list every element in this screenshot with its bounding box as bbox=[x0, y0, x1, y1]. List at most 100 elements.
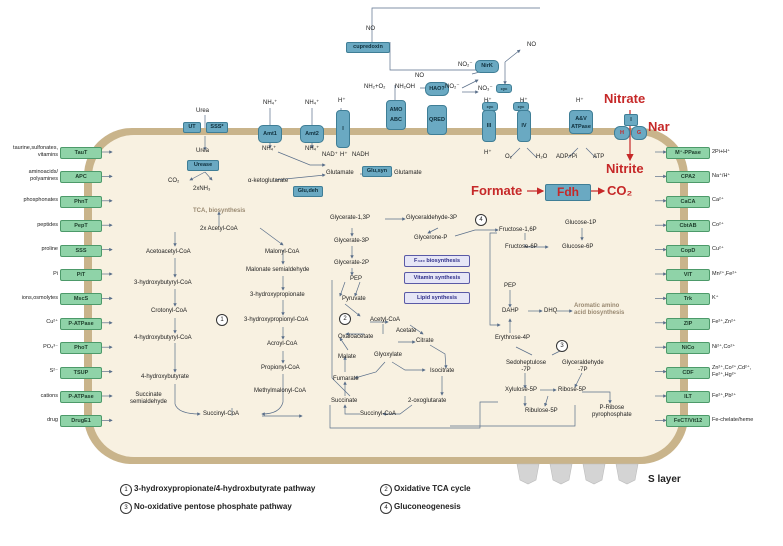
glucose-6p: Glucose-6P bbox=[562, 244, 594, 250]
right-substrate-2: Na⁺/H⁺ bbox=[712, 172, 731, 179]
nh2oh: NH₂OH bbox=[395, 84, 415, 90]
left-substrate-10: S²⁻ bbox=[49, 368, 58, 375]
nitrite-label: Nitrite bbox=[606, 161, 644, 176]
glutamate-1: Glutamate bbox=[326, 170, 354, 176]
right-substrate-6: Mn²⁺,Fe²⁺ bbox=[712, 270, 738, 277]
nar-subunit-g: G bbox=[631, 126, 647, 140]
nitrate-label: Nitrate bbox=[604, 91, 646, 106]
cyc-1: cyc bbox=[496, 84, 512, 93]
cyc-3: cyc bbox=[513, 102, 529, 111]
right-substrate-8: Fe²⁺,Zn²⁺ bbox=[712, 319, 736, 326]
left-substrate-9: PO₄³⁻ bbox=[43, 343, 58, 350]
co2-label: CO₂ bbox=[607, 183, 633, 198]
right-substrate-3: Ca²⁺ bbox=[712, 197, 724, 204]
right-transporter-10: CDF bbox=[666, 366, 710, 379]
nh3-urease: 2xNH₃ bbox=[193, 186, 211, 192]
transporter-sss: SSS* bbox=[206, 122, 228, 133]
legend-text-1: 3-hydroxypropionate/4-hydroxbutyrate pat… bbox=[134, 484, 316, 493]
right-substrate-12: Fe-chelate/heme bbox=[712, 416, 754, 423]
legend-text-3: No-oxidative pentose phosphate pathway bbox=[134, 502, 292, 511]
glucose-1p: Glucose-1P bbox=[565, 220, 597, 226]
citrate: Citrate bbox=[416, 338, 434, 344]
legend-num-1: 1 bbox=[120, 484, 132, 496]
nh4-amt2-in: NH₄⁺ bbox=[305, 146, 320, 152]
right-transporter-8: ZIP bbox=[666, 317, 710, 330]
right-substrate-11: Fe²⁺,Pb²⁺ bbox=[712, 392, 737, 399]
isocitrate: Isocitrate bbox=[430, 368, 455, 374]
acetoacetyl-coa: Acetoacetyl-CoA bbox=[146, 249, 191, 255]
left-transporter-12: DrugE1 bbox=[60, 415, 102, 428]
hplus-iii-in: H⁺ bbox=[484, 150, 492, 156]
amt2-channel: Amt2 bbox=[300, 125, 324, 143]
oxoglutarate: 2-oxoglutarate bbox=[408, 398, 447, 404]
nh2-o2: NH₂+O₂ bbox=[364, 84, 386, 90]
enzyme-fdh: Fdh bbox=[545, 184, 591, 201]
propionyl-coa: Propionyl-CoA bbox=[261, 365, 300, 371]
enzyme-glu-deh: Glu,deh bbox=[293, 186, 323, 197]
right-transporter-1: M⁺-PPase bbox=[666, 147, 710, 159]
tca-arrows bbox=[262, 280, 498, 429]
left-transporter-1: TauT bbox=[60, 147, 102, 159]
atp: ATP bbox=[593, 154, 605, 160]
enzyme-qred: QRED bbox=[427, 105, 447, 135]
left-substrate-1: taurine,sulfonates, vitamins bbox=[13, 145, 58, 158]
urea-mid: Urea bbox=[196, 148, 210, 154]
nh4-amt2-out: NH₄⁺ bbox=[305, 100, 320, 106]
hplus-complex-i-in: H⁺ bbox=[340, 152, 348, 158]
glycerate-2p: Glycerate-2P bbox=[334, 260, 370, 266]
left-substrate-2: aminoacids/ polyamines bbox=[28, 169, 58, 183]
right-transporter-3: CaCA bbox=[666, 195, 710, 208]
ribulose-5p: Ribulose-5P bbox=[525, 408, 558, 414]
enzyme-nirk: NirK bbox=[475, 60, 499, 73]
transporter-ut: UT bbox=[183, 122, 201, 133]
fumarate: Fumarate bbox=[333, 376, 359, 382]
enzyme-urease: Urease bbox=[187, 160, 219, 171]
xylulose-5p: Xylulose-5P bbox=[505, 387, 538, 393]
hplus-complex-i-out: H⁺ bbox=[338, 98, 346, 104]
left-substrate-12: drug bbox=[46, 416, 58, 423]
enzyme-cupredoxin: cupredoxin bbox=[346, 42, 390, 53]
urea-top: Urea bbox=[196, 108, 210, 114]
left-transporter-11: P-ATPase bbox=[60, 391, 102, 403]
ketoglutarate: α-ketoglutarate bbox=[248, 178, 289, 184]
s-layer-pillars bbox=[516, 463, 639, 485]
nh4-amt1-in: NH₄⁺ bbox=[262, 146, 277, 152]
complex-iii: III bbox=[482, 110, 496, 142]
left-transporter-9: PhoT bbox=[60, 342, 102, 355]
left-substrate-11: cations bbox=[40, 392, 58, 399]
co2-urease: CO₂ bbox=[168, 178, 180, 184]
nh4-amt1-out: NH₄⁺ bbox=[263, 100, 278, 106]
left-transporter-6: PiT bbox=[60, 269, 102, 281]
right-substrate-9: Ni²⁺,Co²⁺ bbox=[712, 343, 736, 350]
dahp: DAHP bbox=[502, 308, 519, 314]
right-substrate-7: K⁺ bbox=[712, 294, 719, 301]
right-transporter-9: NiCo bbox=[666, 342, 710, 355]
fructose-6p: Fructose-6P bbox=[505, 244, 538, 250]
right-transporter-11: ILT bbox=[666, 391, 710, 403]
adp-pi: ADP+Pi bbox=[556, 154, 578, 160]
sedoheptulose-7p: Sedoheptulose -7P bbox=[506, 360, 547, 373]
nar-label: Nar bbox=[648, 119, 670, 134]
left-transporter-10: TSUP bbox=[60, 366, 102, 379]
left-substrate-5: proline bbox=[41, 246, 58, 253]
legend-text-2: Oxidative TCA cycle bbox=[394, 484, 471, 493]
hydroxypropionate: 3-hydroxypropionate bbox=[250, 292, 305, 298]
left-transporter-7: MscS bbox=[60, 293, 102, 306]
no-mid: NO bbox=[415, 73, 424, 79]
right-substrate-5: Cu²⁺ bbox=[712, 246, 724, 253]
o2: O₂ bbox=[505, 154, 512, 160]
vitamin-synthesis: Vitamin synthesis bbox=[404, 272, 470, 284]
h2o: H₂O bbox=[536, 154, 548, 160]
malonate-semialdehyde: Malonate semialdehyde bbox=[246, 267, 310, 273]
complex-iv: IV bbox=[517, 110, 531, 142]
cyc-2: cyc bbox=[482, 102, 498, 111]
right-substrate-1: 2Pi+H⁺ bbox=[712, 148, 731, 155]
hydroxybutyryl-3: 3-hydroxybutyryl-CoA bbox=[134, 280, 192, 286]
ppp-arrows bbox=[450, 290, 612, 427]
pathway1-arrows bbox=[173, 211, 285, 416]
right-transporter-6: VIT bbox=[666, 269, 710, 281]
aromatic-amino-acid: Aromatic amino acid biosynthesis bbox=[574, 303, 625, 316]
no-right: NO bbox=[527, 42, 536, 48]
acetyl-coa-2x: 2x Acetyl-CoA bbox=[200, 226, 238, 232]
right-transporter-12: FeCT/Vit12 bbox=[666, 415, 710, 428]
